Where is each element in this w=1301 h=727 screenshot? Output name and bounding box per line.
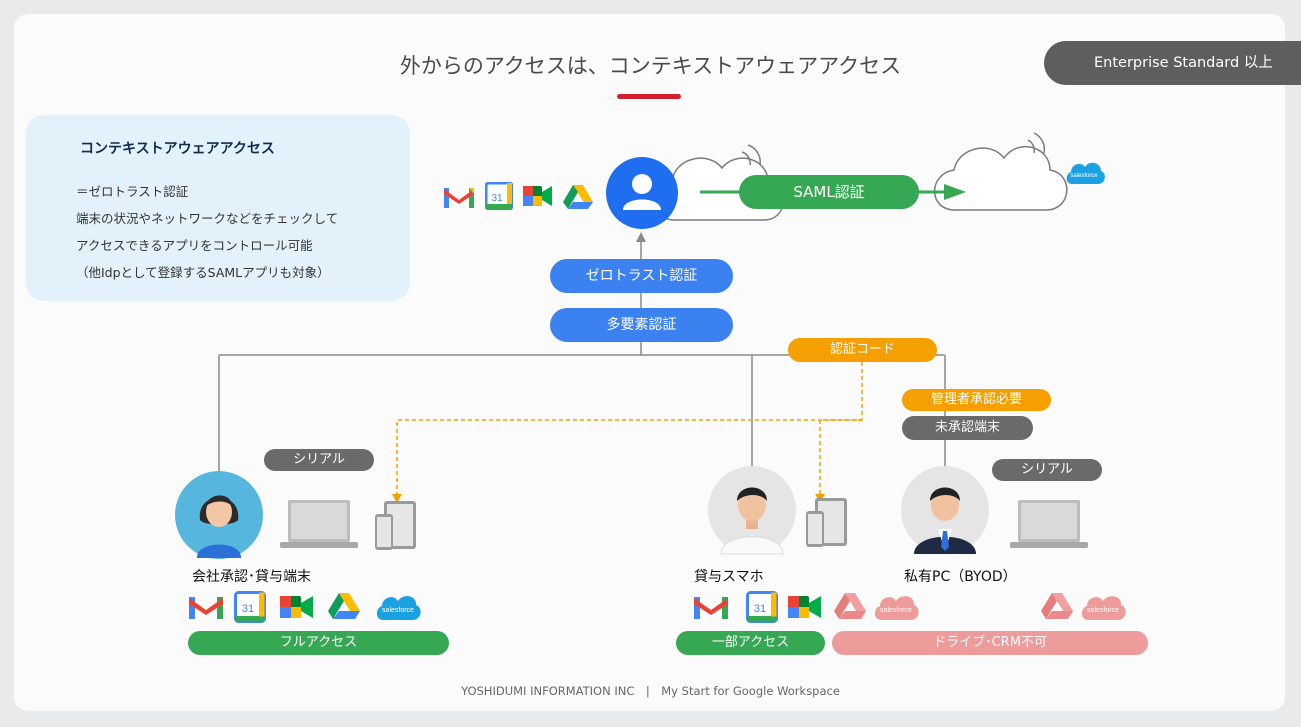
calendar-number: 31 bbox=[242, 603, 254, 615]
employee-avatar bbox=[708, 466, 796, 555]
salesforce-icon-disabled: salesforce bbox=[874, 596, 919, 620]
employee-avatar bbox=[901, 466, 989, 554]
mfa-badge: 多要素認証 bbox=[550, 308, 733, 342]
salesforce-icon-disabled: salesforce bbox=[1081, 596, 1126, 620]
meet-icon bbox=[523, 186, 552, 206]
meet-icon bbox=[788, 596, 821, 618]
unapproved-device-badge: 未承認端末 bbox=[902, 416, 1033, 440]
calendar-icon: 31 bbox=[485, 182, 513, 210]
tablet-icon bbox=[806, 498, 847, 547]
info-line: （他Idpとして登録するSAMLアプリも対象） bbox=[76, 265, 330, 280]
full-access-badge: フルアクセス bbox=[188, 631, 449, 655]
denied-access-badge: ドライブ･CRM不可 bbox=[832, 631, 1148, 655]
info-heading: コンテキストアウェアアクセス bbox=[80, 141, 275, 157]
laptop-icon bbox=[1010, 500, 1088, 548]
drive-icon-disabled bbox=[834, 593, 866, 619]
cloud-icon bbox=[933, 145, 1068, 211]
gmail-icon bbox=[444, 188, 474, 208]
saml-auth-badge: SAML認証 bbox=[739, 175, 919, 209]
tablet-icon bbox=[375, 501, 416, 550]
salesforce-icon: salesforce bbox=[376, 596, 421, 620]
device-label: 会社承認･貸与端末 bbox=[192, 569, 311, 585]
plan-tag: Enterprise Standard 以上 bbox=[1044, 41, 1301, 85]
zero-trust-badge: ゼロトラスト認証 bbox=[550, 259, 733, 293]
gmail-icon bbox=[694, 597, 728, 619]
svg-text:salesforce: salesforce bbox=[1070, 173, 1098, 179]
footer: YOSHIDUMI INFORMATION INC | My Start for… bbox=[461, 684, 840, 698]
calendar-icon: 31 bbox=[746, 591, 778, 623]
employee-avatar bbox=[175, 471, 263, 559]
info-line: 端末の状況やネットワークなどをチェックして bbox=[76, 211, 339, 226]
info-line: ＝ゼロトラスト認証 bbox=[76, 184, 189, 199]
title-underline bbox=[617, 94, 681, 99]
laptop-icon bbox=[280, 500, 358, 548]
serial-badge: シリアル bbox=[992, 459, 1102, 481]
svg-text:salesforce: salesforce bbox=[382, 607, 414, 614]
salesforce-icon: salesforce bbox=[1066, 162, 1105, 184]
slide-title: 外からのアクセスは、コンテキストアウェアアクセス bbox=[399, 54, 902, 78]
serial-badge: シリアル bbox=[264, 449, 374, 471]
auth-code-badge: 認証コード bbox=[788, 338, 937, 362]
drive-icon-disabled bbox=[1041, 593, 1073, 619]
calendar-icon: 31 bbox=[234, 591, 266, 623]
calendar-number: 31 bbox=[491, 193, 503, 204]
device-label: 貸与スマホ bbox=[694, 569, 764, 585]
svg-text:salesforce: salesforce bbox=[880, 607, 912, 614]
info-box bbox=[26, 115, 410, 301]
partial-access-badge: 一部アクセス bbox=[676, 631, 825, 655]
svg-text:salesforce: salesforce bbox=[1087, 607, 1119, 614]
user-account-icon bbox=[606, 157, 678, 229]
gmail-icon bbox=[189, 597, 223, 619]
meet-icon bbox=[280, 596, 313, 618]
info-line: アクセスできるアプリをコントロール可能 bbox=[76, 238, 313, 253]
device-label: 私有PC（BYOD） bbox=[904, 569, 1017, 585]
drive-icon bbox=[328, 593, 360, 619]
admin-approval-badge: 管理者承認必要 bbox=[902, 389, 1051, 411]
drive-icon bbox=[563, 185, 593, 209]
calendar-number: 31 bbox=[754, 603, 766, 615]
